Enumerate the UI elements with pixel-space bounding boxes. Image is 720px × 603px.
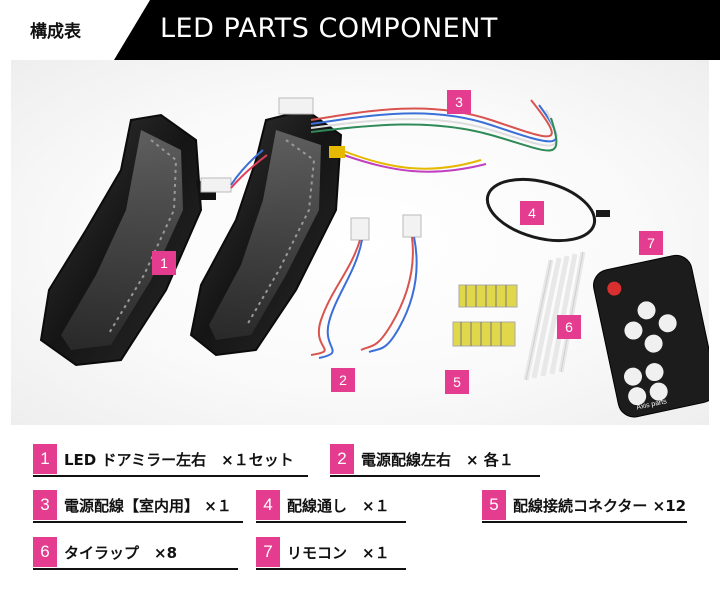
- legend-text: 電源配線左右 × 各１: [361, 450, 514, 469]
- legend-num: 3: [33, 490, 57, 520]
- legend-num: 1: [33, 444, 57, 474]
- header-tag: 構成表: [0, 0, 150, 60]
- harness-interior: [278, 97, 558, 173]
- legend-text: 配線通し ×１: [287, 496, 390, 515]
- legend-text: LED ドアミラー左右 ×１セット: [64, 450, 294, 469]
- legend-underline: [256, 521, 406, 523]
- legend-num: 2: [330, 444, 354, 474]
- remote-control: Axis parts: [593, 254, 709, 418]
- legend-item-5: 5 配線接続コネクター ×12: [482, 490, 687, 523]
- legend-item-4: 4 配線通し ×１: [256, 490, 406, 523]
- product-illustration: Axis parts: [39, 97, 709, 418]
- photo-label-2: 2: [331, 368, 355, 392]
- legend-item-3: 3 電源配線【室内用】 ×１: [33, 490, 243, 523]
- photo-label-4: 4: [520, 201, 544, 225]
- wire-routing-tool: [485, 177, 610, 243]
- legend-underline: [33, 568, 238, 570]
- legend-num: 5: [482, 490, 506, 520]
- photo-label-6: 6: [557, 315, 581, 339]
- cable-ties: [523, 251, 586, 381]
- page-header: 構成表 LED PARTS COMPONENT: [0, 0, 720, 60]
- legend-text: タイラップ ×8: [64, 543, 178, 562]
- photo-label-1: 1: [152, 251, 176, 275]
- legend-underline: [33, 475, 308, 477]
- legend-item-1: 1 LED ドアミラー左右 ×１セット: [33, 444, 308, 477]
- page-title: LED PARTS COMPONENT: [160, 13, 498, 44]
- legend-item-2: 2 電源配線左右 × 各１: [330, 444, 540, 477]
- legend-item-6: 6 タイラップ ×8: [33, 537, 238, 570]
- legend-num: 7: [256, 537, 280, 567]
- photo-label-3: 3: [447, 90, 471, 114]
- photo-label-5: 5: [445, 370, 469, 394]
- led-mirror-right: [189, 108, 343, 357]
- legend-text: リモコン ×１: [287, 543, 390, 562]
- power-harness-pair: [310, 214, 422, 359]
- product-photo: Axis parts 1 2 3 4 5 6 7: [11, 60, 709, 425]
- wire-connectors: [452, 284, 518, 347]
- legend-num: 4: [256, 490, 280, 520]
- legend-underline: [256, 568, 406, 570]
- photo-label-7: 7: [639, 231, 663, 255]
- led-mirror-left: [39, 113, 216, 367]
- legend-num: 6: [33, 537, 57, 567]
- legend-underline: [330, 475, 540, 477]
- legend-text: 電源配線【室内用】 ×１: [64, 496, 232, 515]
- legend-underline: [482, 521, 687, 523]
- header-tag-label: 構成表: [30, 22, 81, 42]
- legend-item-7: 7 リモコン ×１: [256, 537, 406, 570]
- legend-underline: [33, 521, 243, 523]
- legend-text: 配線接続コネクター ×12: [513, 496, 687, 515]
